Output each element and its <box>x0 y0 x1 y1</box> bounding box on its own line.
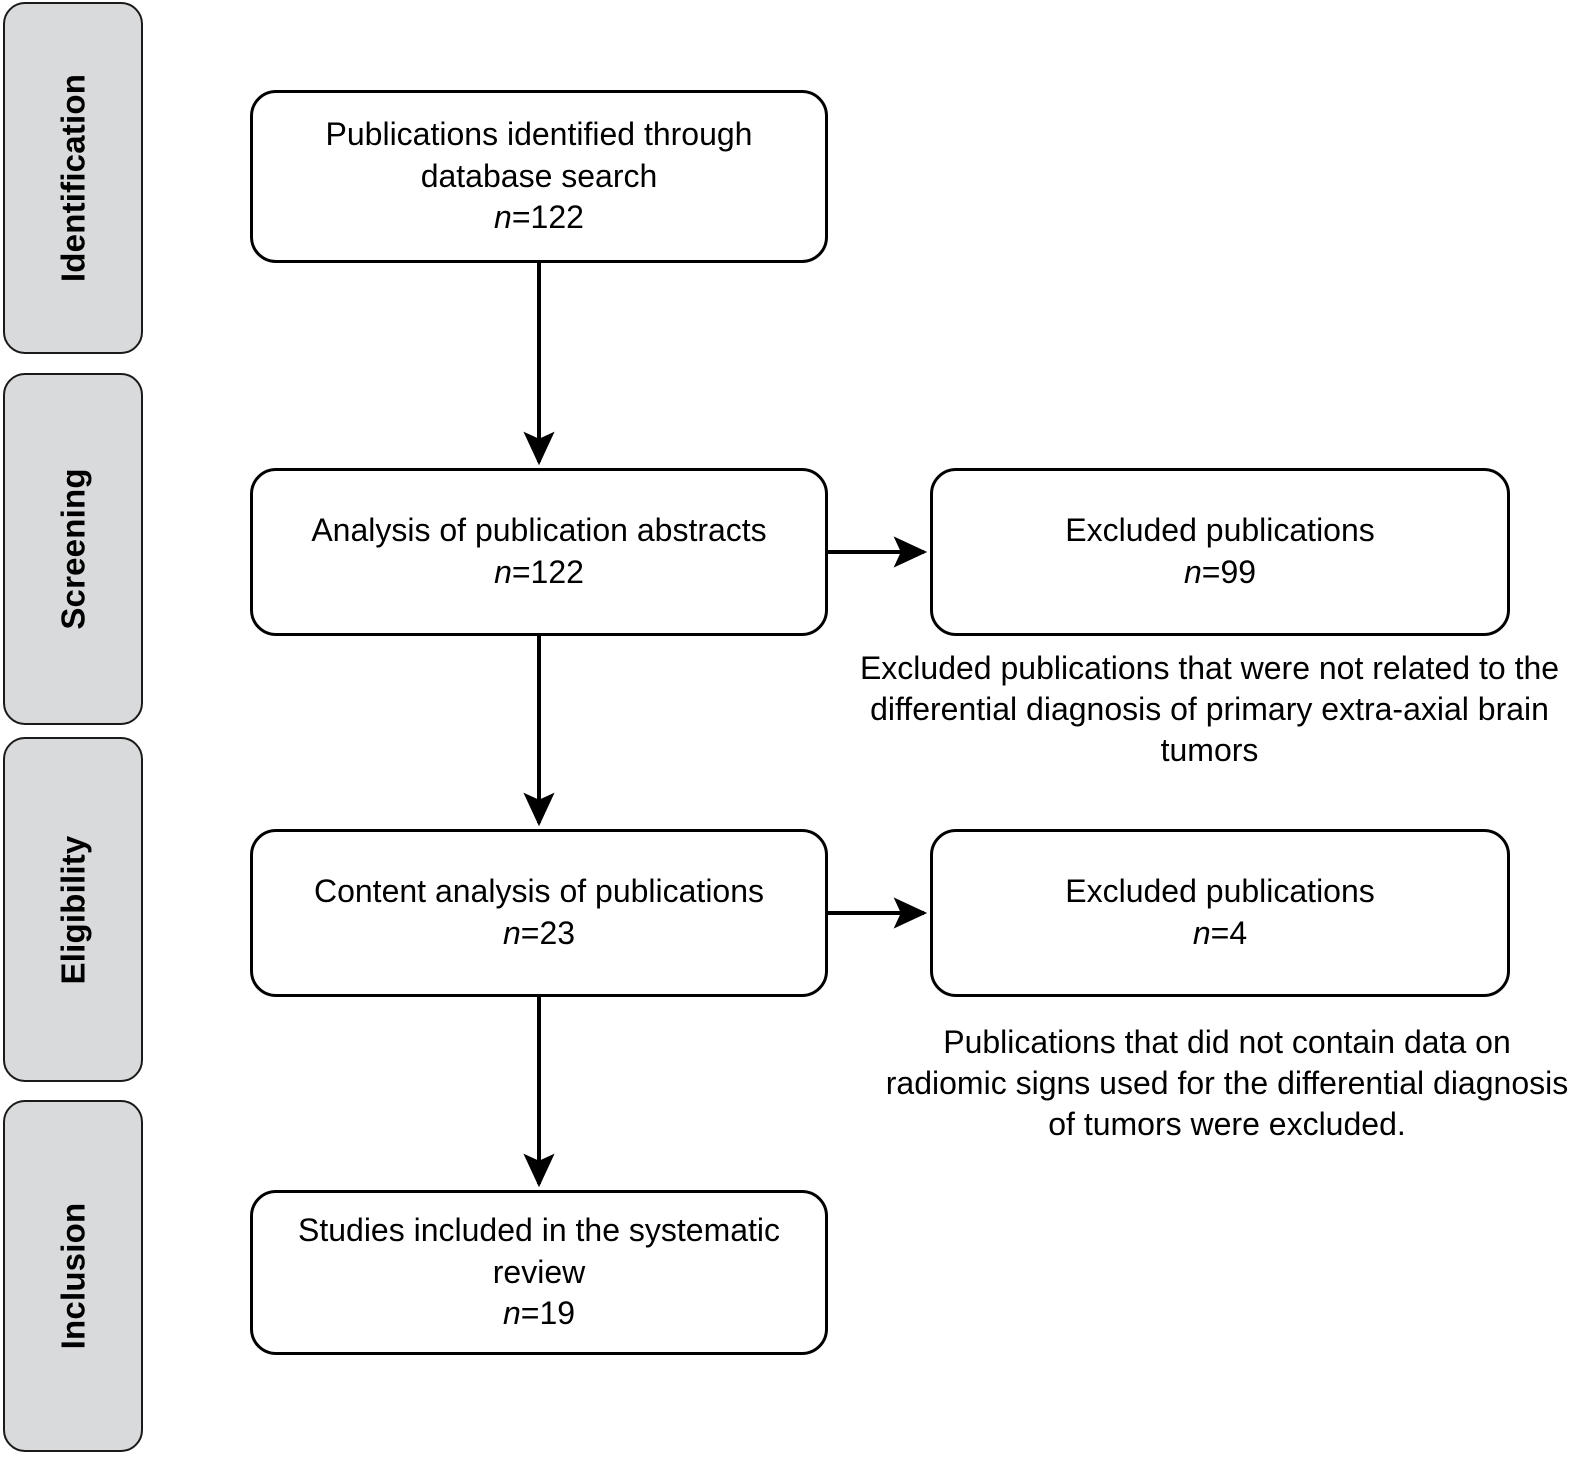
included-n-value: =19 <box>520 1295 576 1332</box>
excluded2-line1: Excluded publications <box>1065 873 1375 910</box>
identified-n-label: n <box>494 199 512 236</box>
excluded2-n-value: =4 <box>1210 915 1248 951</box>
excluded1-n-label: n <box>1183 554 1202 590</box>
identified-n-value: =122 <box>511 199 584 236</box>
excluded2-n-label: n <box>1192 915 1211 951</box>
note-excluded-eligibility: Publications that did not contain data o… <box>885 1024 1569 1142</box>
content-n-label: n <box>502 915 521 951</box>
note-excluded-screening: Excluded publications that were not rela… <box>859 650 1560 768</box>
stage-label-inclusion: Inclusion <box>54 1202 92 1350</box>
flow-box-abstracts: Analysis of publication abstracts n=122 <box>250 468 828 636</box>
identified-line2: database search <box>420 157 658 194</box>
stage-pill-identification: Identification <box>3 2 143 354</box>
flow-box-excluded-eligibility-text: Excluded publications n=4 <box>1051 871 1389 954</box>
flow-box-abstracts-text: Analysis of publication abstracts n=122 <box>297 510 780 593</box>
included-n-label: n <box>502 1295 521 1332</box>
included-line2: review <box>492 1253 586 1290</box>
stage-label-screening: Screening <box>54 468 92 630</box>
abstracts-n-value: =122 <box>511 554 584 590</box>
abstracts-line1: Analysis of publication abstracts <box>311 512 767 549</box>
excluded1-line1: Excluded publications <box>1065 512 1375 549</box>
flow-box-excluded-eligibility: Excluded publications n=4 <box>930 829 1510 997</box>
stage-pill-eligibility: Eligibility <box>3 737 143 1082</box>
stage-label-eligibility: Eligibility <box>54 835 92 984</box>
flow-box-identified: Publications identified through database… <box>250 90 828 263</box>
flow-box-excluded-screening-text: Excluded publications n=99 <box>1051 510 1389 593</box>
flow-box-included-studies-text: Studies included in the systematic revie… <box>284 1210 794 1335</box>
flow-box-excluded-screening: Excluded publications n=99 <box>930 468 1510 636</box>
abstracts-n-label: n <box>494 554 512 590</box>
stage-label-identification: Identification <box>54 73 92 283</box>
stage-pill-screening: Screening <box>3 373 143 725</box>
flow-box-included-studies: Studies included in the systematic revie… <box>250 1190 828 1355</box>
content-n-value: =23 <box>520 915 576 951</box>
identified-line1: Publications identified through <box>325 116 753 153</box>
flow-box-content-analysis-text: Content analysis of publications n=23 <box>300 871 778 954</box>
included-line1: Studies included in the systematic <box>297 1212 781 1249</box>
content-line1: Content analysis of publications <box>313 873 765 910</box>
excluded1-n-value: =99 <box>1201 554 1257 590</box>
flow-box-content-analysis: Content analysis of publications n=23 <box>250 829 828 997</box>
flow-box-identified-text: Publications identified through database… <box>312 114 767 239</box>
stage-pill-inclusion: Inclusion <box>3 1100 143 1452</box>
